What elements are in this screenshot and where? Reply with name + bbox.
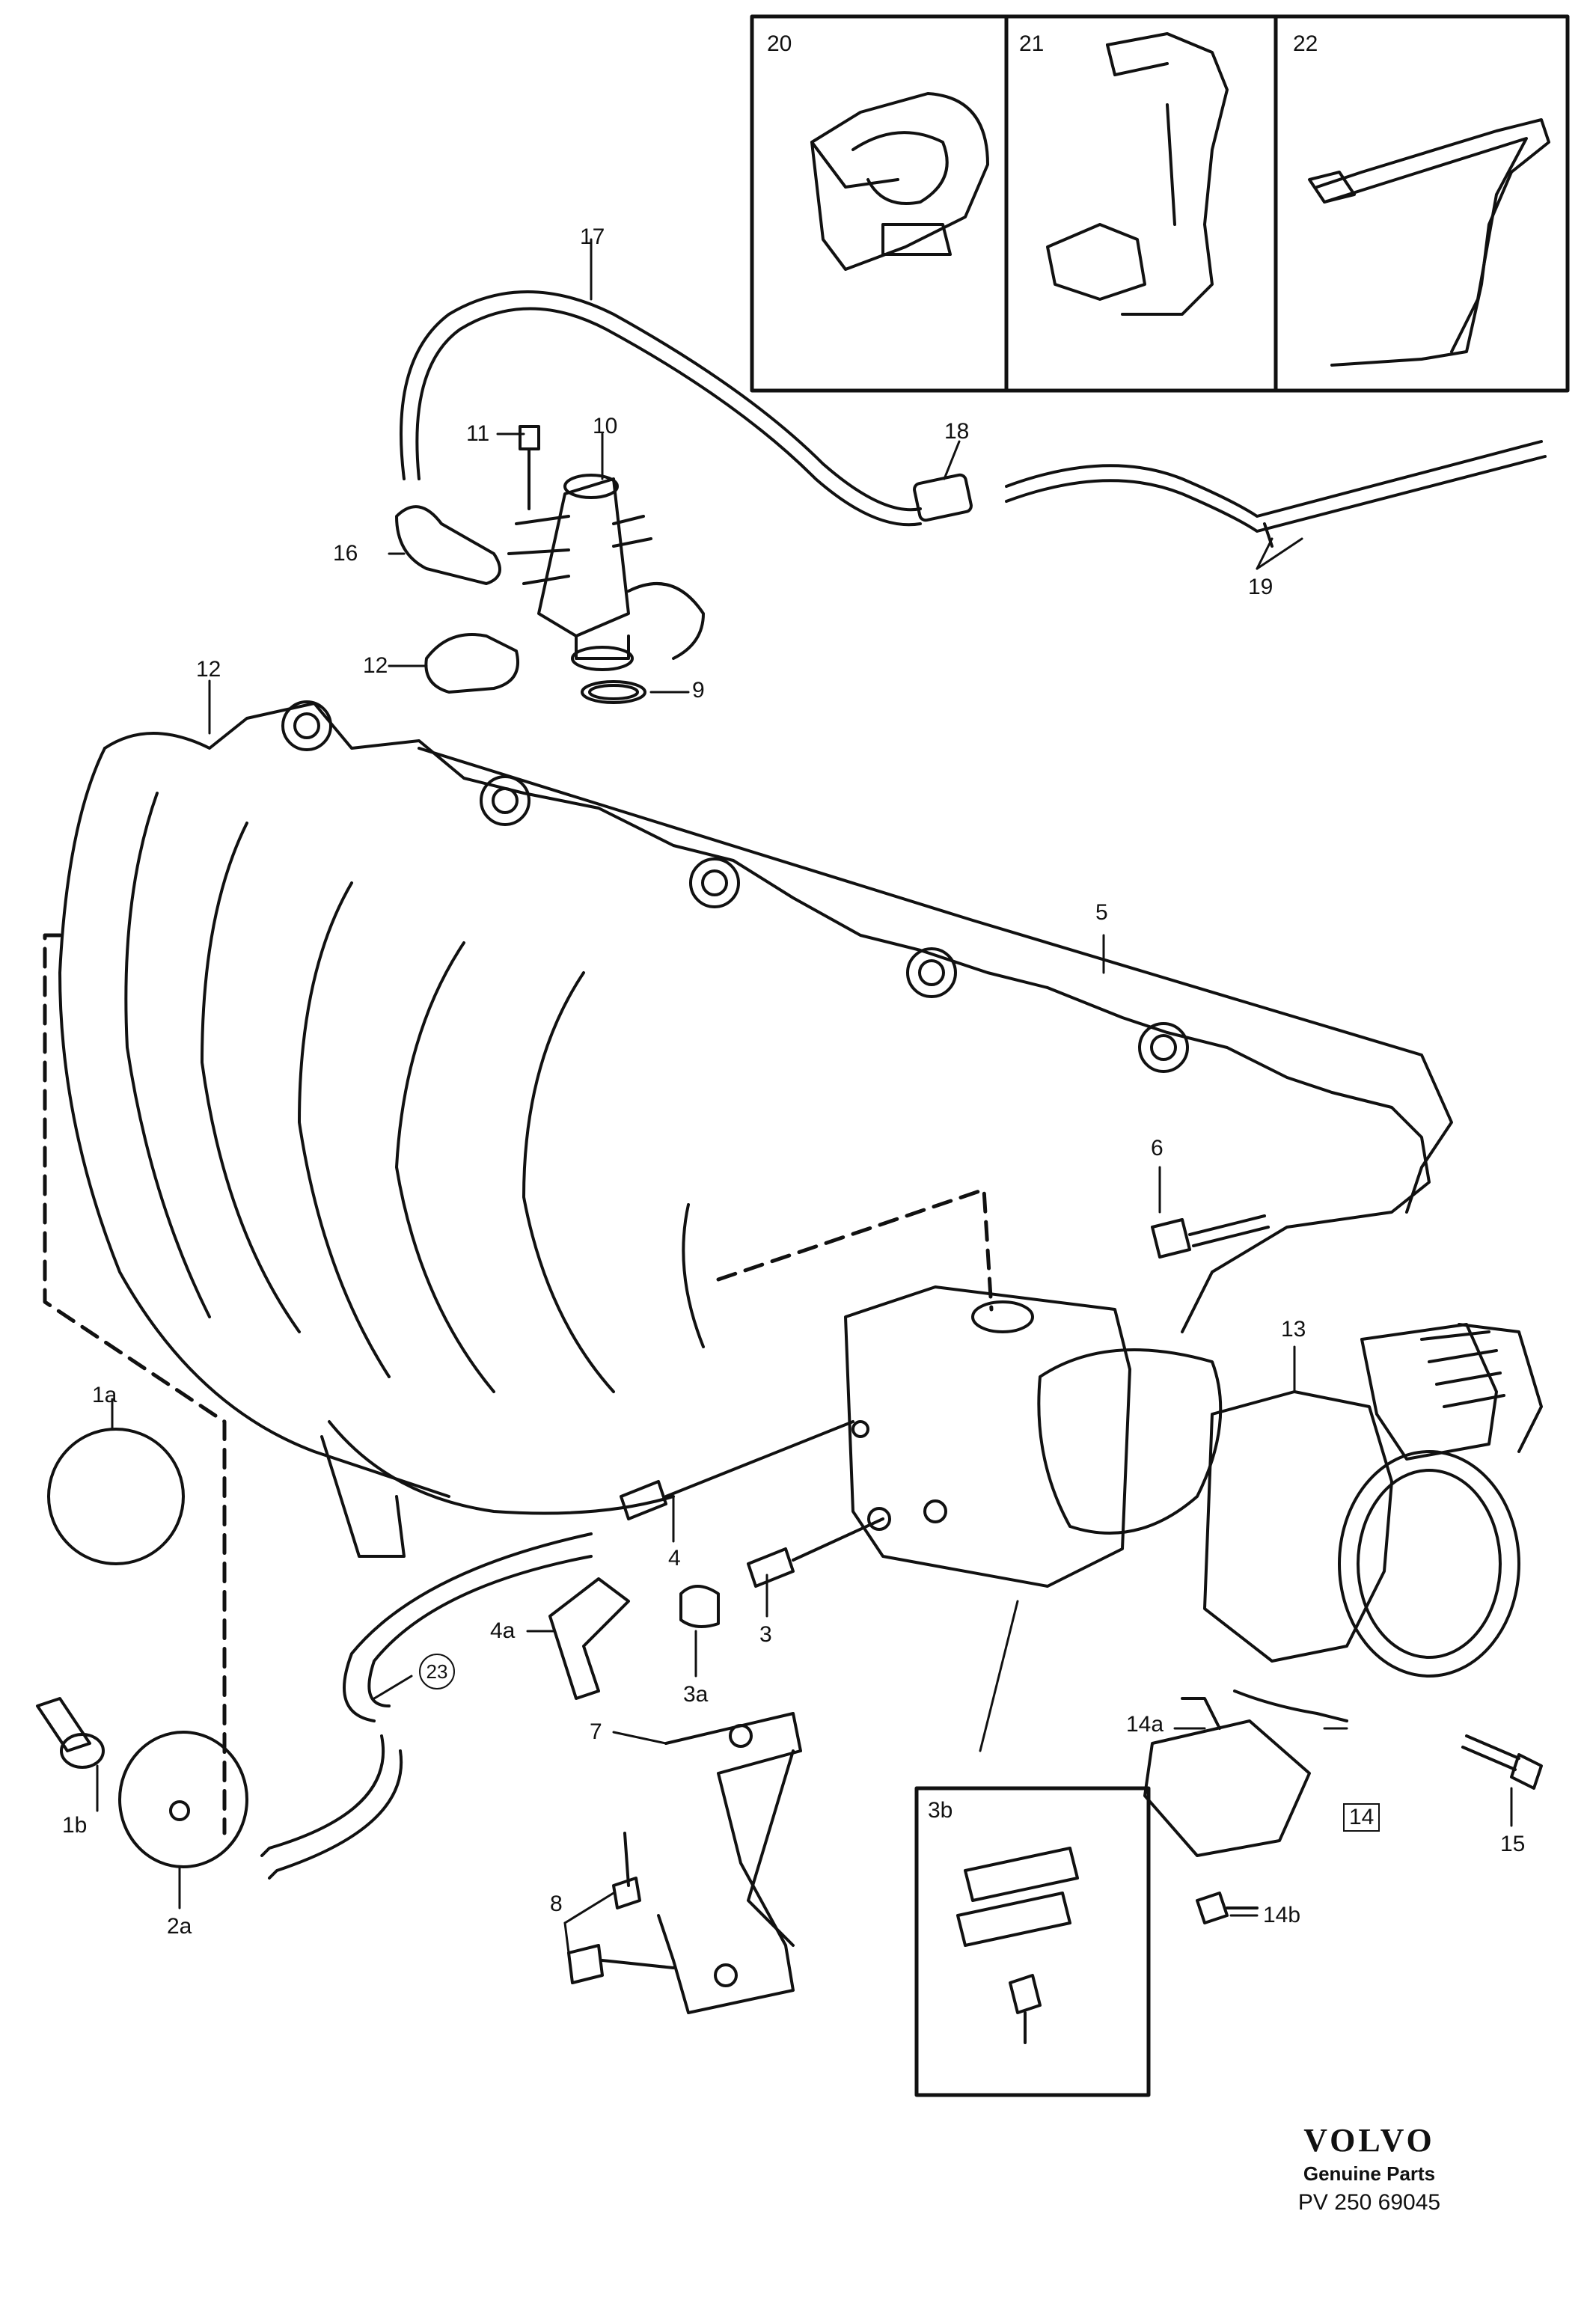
inset-3b-box [914, 1786, 1151, 2097]
callout-15: 15 [1500, 1832, 1526, 1856]
callout-13: 13 [1281, 1317, 1306, 1342]
hose-19 [1005, 440, 1547, 548]
brand-footer: VOLVO Genuine Parts PV 250 69045 [1242, 2121, 1496, 2216]
screw-11 [519, 425, 540, 510]
callout-21: 21 [1019, 31, 1045, 56]
callout-14a: 14a [1126, 1712, 1164, 1737]
callout-14: 14 [1343, 1803, 1380, 1832]
vacuum-hose-17 [400, 290, 922, 527]
valve-assembly-10 [507, 474, 705, 671]
diagram-reference: PV 250 69045 [1297, 2190, 1441, 2215]
bracket-7 [657, 1712, 802, 2014]
clip-20-shape [810, 92, 989, 271]
callout-10: 10 [593, 414, 618, 438]
callout-11: 11 [466, 421, 490, 446]
callout-9: 9 [692, 678, 705, 703]
clips-inset-box [750, 14, 1570, 393]
clip-21-shape [1046, 32, 1229, 316]
callout-3: 3 [759, 1622, 772, 1647]
callout-23: 23 [419, 1654, 455, 1690]
dashed-guides [43, 933, 994, 1835]
gasket-5 [418, 747, 1453, 1214]
screw-15 [1461, 1734, 1543, 1790]
bolts-8 [567, 1832, 675, 1984]
callout-3a: 3a [683, 1682, 709, 1707]
callout-1b: 1b [62, 1813, 88, 1838]
screw-6 [1151, 1214, 1270, 1259]
hose-joint-18 [913, 473, 973, 522]
callout-7: 7 [590, 1719, 602, 1744]
callout-2a: 2a [167, 1914, 192, 1939]
callout-20: 20 [767, 31, 792, 56]
callout-18: 18 [944, 419, 970, 444]
callout-4: 4 [668, 1546, 681, 1571]
throttle-body-13 [1203, 1323, 1543, 1722]
elbow-4a [548, 1577, 630, 1700]
callout-8: 8 [550, 1892, 563, 1916]
callout-4a: 4a [490, 1618, 516, 1643]
callout-12-manifold: 12 [196, 657, 221, 682]
o-ring-9 [581, 680, 646, 704]
callout-6: 6 [1151, 1136, 1164, 1161]
cap-2a [118, 1731, 248, 1868]
cap-12 [424, 633, 519, 694]
leader-lines [96, 238, 1513, 1954]
tps-sensor-14a [1143, 1697, 1311, 1857]
volvo-logo: VOLVO [1303, 2122, 1435, 2159]
fitting-3 [747, 1517, 884, 1588]
brand-tagline: Genuine Parts [1303, 2162, 1436, 2185]
elbow-16 [395, 505, 501, 585]
callout-14b: 14b [1263, 1903, 1301, 1927]
callout-16: 16 [333, 541, 358, 566]
cap-3a [679, 1585, 720, 1628]
hose-23 [260, 1532, 593, 1880]
screw-14b [1196, 1892, 1259, 1924]
clip-22-shape [1308, 118, 1550, 367]
callout-12: 12 [363, 653, 388, 678]
callout-5: 5 [1095, 900, 1108, 925]
callout-19: 19 [1248, 575, 1273, 599]
throttle-adapter [844, 1285, 1223, 1588]
fitting-4 [620, 1420, 854, 1520]
callout-17: 17 [580, 224, 605, 249]
callout-1a: 1a [92, 1383, 117, 1407]
plug-1b [36, 1697, 105, 1769]
intake-manifold [58, 700, 1431, 1558]
callout-22: 22 [1293, 31, 1318, 56]
callout-3b: 3b [928, 1798, 953, 1823]
plug-1a [47, 1428, 185, 1565]
